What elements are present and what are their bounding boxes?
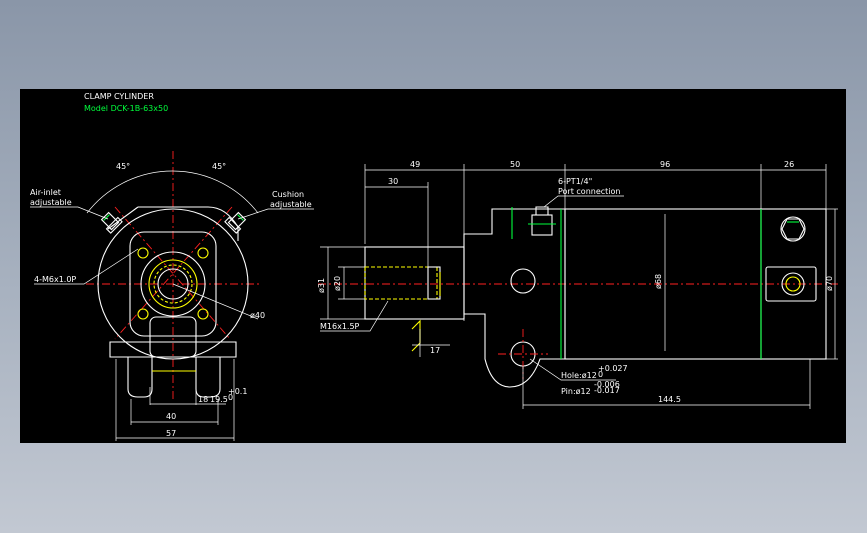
clevis-ear-left — [127, 357, 153, 398]
dim-50: 50 — [510, 160, 520, 169]
side-view: 49 50 96 26 30 ø31 ø20 M16x1.5P 17 — [317, 160, 838, 409]
dim-26: 26 — [784, 160, 794, 169]
cushion-adjuster — [224, 211, 247, 234]
dim-49: 49 — [410, 160, 420, 169]
piston-rod-body — [364, 246, 465, 320]
mount-hole-tl — [137, 247, 149, 259]
rod-end — [427, 266, 441, 300]
head-block — [463, 208, 566, 388]
front-centerline-diag1 — [114, 206, 231, 340]
pin-detail — [411, 319, 421, 352]
air-inlet-label-2: adjustable — [30, 198, 72, 207]
rod-circle — [157, 268, 189, 300]
dim-40: 40 — [166, 412, 176, 421]
drawing-title: CLAMP CYLINDER — [84, 92, 154, 101]
clevis-tongue — [149, 316, 197, 358]
pin-tol-lo: -0.017 — [594, 386, 620, 395]
dia-20: ø20 — [333, 276, 342, 291]
front-square-flange — [129, 231, 217, 337]
angle-arc — [86, 170, 259, 214]
hole-tol-hi: +0.027 — [598, 364, 628, 373]
clevis-ear-right — [195, 357, 221, 398]
front-body-circle — [97, 208, 249, 360]
pin-label: Pin:ø12 — [561, 387, 591, 396]
head-clevis-hole — [510, 268, 536, 294]
rod-thread-hidden — [364, 266, 438, 300]
thread-label: 4-M6x1.0P — [34, 275, 76, 284]
mount-hole-br — [197, 308, 209, 320]
end-cap-port-block — [765, 266, 817, 302]
air-inlet-label-1: Air-inlet — [30, 188, 61, 197]
dim-57: 57 — [166, 429, 176, 438]
port-label-1: 6-PT1/4" — [558, 177, 592, 186]
clevis-plate — [109, 341, 237, 358]
front-centerline-diag2 — [114, 206, 233, 340]
rod-boss-outer — [140, 251, 206, 317]
dia-31: ø31 — [317, 278, 326, 293]
dim-19-5-tol-lo: 0 — [228, 393, 233, 402]
mount-hole-bl — [137, 308, 149, 320]
end-cap-clevis-hole — [781, 272, 805, 296]
front-view: 45° 45° Air-inlet adjustable — [30, 151, 314, 441]
clamp-cylinder-drawing: CLAMP CYLINDER Model DCK-1B-63x50 45° 45… — [30, 92, 838, 441]
model-label: Model DCK-1B-63x50 — [84, 104, 168, 113]
dia-68: ø68 — [654, 274, 663, 289]
dia-40-label: ø40 — [250, 311, 265, 320]
angle-left-label: 45° — [116, 162, 130, 171]
dia-70: ø70 — [825, 276, 834, 291]
dim-17: 17 — [430, 346, 440, 355]
dim-144-5: 144.5 — [658, 395, 681, 404]
port-label-2: Port connection — [558, 187, 620, 196]
hole-tol-lo: 0 — [598, 370, 603, 379]
dim-19-5: 19.5 — [210, 395, 228, 404]
cad-drawing-area: CLAMP CYLINDER Model DCK-1B-63x50 45° 45… — [20, 89, 846, 443]
hole-label: Hole:ø12 — [561, 371, 597, 380]
port-fitting — [511, 206, 556, 239]
angle-right-label: 45° — [212, 162, 226, 171]
dim-19-5-tol-hi: +0.1 — [228, 387, 247, 396]
mount-hole-tr — [197, 247, 209, 259]
cushion-label-2: adjustable — [270, 200, 312, 209]
cushion-label-1: Cushion — [272, 190, 304, 199]
end-cap-adjuster — [780, 216, 806, 242]
dim-96: 96 — [660, 160, 670, 169]
air-inlet-adjuster — [100, 211, 123, 234]
rod-bore — [148, 259, 198, 309]
pin-tol-hi: -0.006 — [594, 380, 620, 389]
rod-thread-label: M16x1.5P — [320, 322, 360, 331]
dim-30: 30 — [388, 177, 398, 186]
dim-18: 18 — [198, 395, 208, 404]
